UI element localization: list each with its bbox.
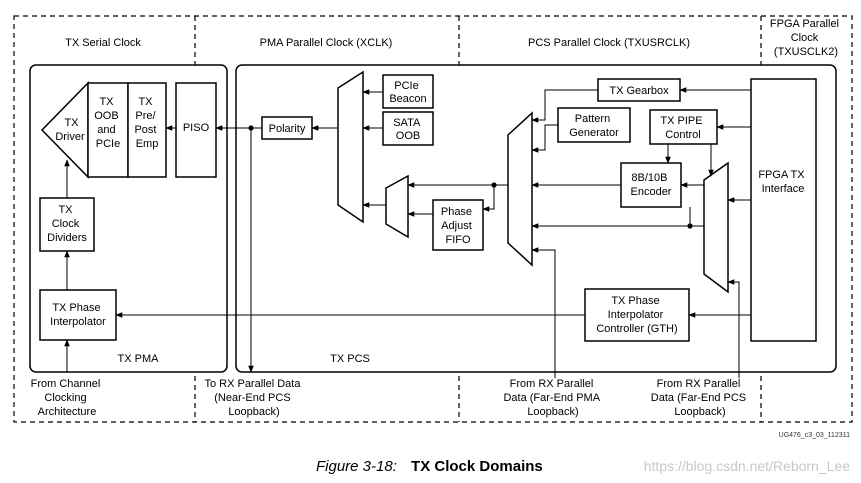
to-rx-parallel-data-label: To RX Parallel Data (Near-End PCS Loopba… — [204, 378, 303, 418]
tx-pipe-control-label: TX PIPE Control — [660, 115, 705, 141]
figure-caption: Figure 3-18: TX Clock Domains — [316, 458, 543, 475]
tx-pcs-region — [235, 64, 837, 373]
tx-phase-interpolator-block — [39, 289, 117, 341]
tx-driver-label: TX Driver — [55, 117, 85, 143]
piso-block — [175, 82, 217, 178]
encoder-mux — [703, 161, 729, 294]
tx-gearbox-label: TX Gearbox — [609, 85, 669, 97]
output-mux — [337, 70, 364, 224]
outer-dashed-frame — [13, 15, 853, 423]
encoder-block — [620, 162, 682, 208]
from-channel-clocking-label: From Channel Clocking Architecture — [31, 378, 104, 418]
caption-title: TX Clock Domains — [411, 458, 543, 475]
fpga-tx-interface-block — [750, 78, 817, 342]
pattern-generator-label: Pattern Generator — [569, 113, 619, 139]
tx-clock-dividers-label: TX Clock Dividers — [47, 204, 87, 244]
caption-prefix: Figure 3-18: — [316, 458, 397, 475]
tx-pi-controller-block — [584, 288, 690, 342]
tx-pre-post-emp-block — [127, 82, 167, 178]
piso-label: PISO — [183, 122, 210, 134]
pattern-generator-block — [557, 107, 631, 143]
watermark: https://blog.csdn.net/Reborn_Lee — [644, 458, 850, 474]
pcie-beacon-label: PCIe Beacon — [389, 80, 426, 105]
phase-adjust-fifo-block — [432, 199, 484, 251]
pcs-mux — [507, 111, 533, 267]
fifo-mux — [385, 174, 409, 239]
far-end-pcs-loopback-line — [727, 279, 740, 378]
figure-id: UG476_c3_03_112311 — [779, 432, 850, 439]
pcie-beacon-block — [382, 74, 434, 109]
junction-to-fifo-line — [482, 185, 495, 212]
tx-pipe-control-block — [649, 109, 718, 145]
domain-tx-serial-clock: TX Serial Clock — [65, 37, 141, 49]
fpga-tx-interface-label: FPGA TX Interface — [758, 169, 807, 195]
tx-pma-label: TX PMA — [118, 353, 160, 365]
sata-oob-label: SATA OOB — [393, 117, 423, 142]
domain-pcs-parallel-clock: PCS Parallel Clock (TXUSRCLK) — [528, 37, 690, 49]
pattern-gen-to-mux-arrow — [531, 124, 558, 153]
phase-adjust-fifo-label: Phase Adjust FIFO — [441, 206, 475, 246]
domain-fpga-parallel-clock: FPGA Parallel Clock (TXUSCLK2) — [770, 18, 842, 58]
domain-pma-parallel-clock: PMA Parallel Clock (XCLK) — [260, 37, 393, 49]
from-rx-pma-loopback-label: From RX Parallel Data (Far-End PMA Loopb… — [503, 378, 602, 418]
tx-oob-pcie-label: TX OOB and PCIe — [94, 96, 122, 150]
tx-oob-pcie-block — [87, 82, 129, 178]
tx-pi-controller-label: TX Phase Interpolator Controller (GTH) — [596, 295, 677, 335]
tx-pcs-label: TX PCS — [330, 353, 370, 365]
tx-phase-interpolator-label: TX Phase Interpolator — [50, 302, 106, 328]
encoder-label: 8B/10B Encoder — [631, 172, 672, 198]
tx-pre-post-emp-label: TX Pre/ Post Emp — [134, 96, 159, 150]
far-end-pma-loopback-line — [531, 247, 556, 378]
gearbox-to-pcs-mux-arrow — [531, 89, 598, 123]
polarity-label: Polarity — [269, 123, 306, 135]
from-rx-pcs-loopback-label: From RX Parallel Data (Far-End PCS Loopb… — [651, 378, 749, 418]
